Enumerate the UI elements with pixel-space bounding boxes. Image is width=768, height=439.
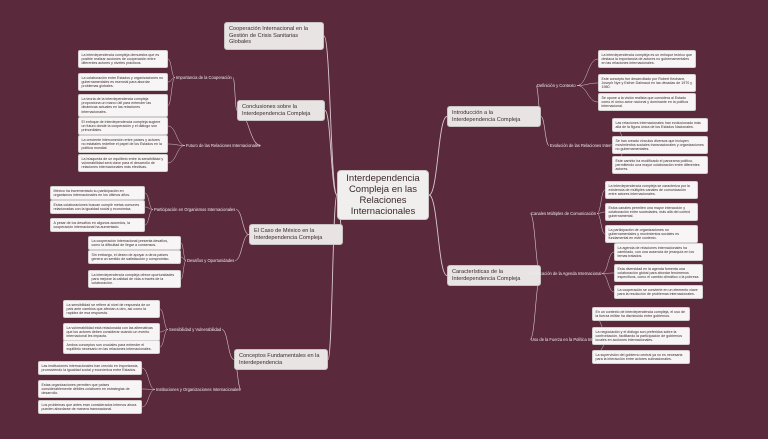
- leaf-note: Este cambio ha modificado el panorama po…: [612, 156, 708, 175]
- connector-line: [144, 209, 154, 226]
- leaf-note: México ha incrementado su participación …: [50, 186, 145, 200]
- connector-line: [327, 194, 338, 360]
- connector-line: [180, 256, 187, 261]
- leaf-note: La cooperación internacional presenta de…: [88, 236, 181, 250]
- connector-line: [167, 77, 176, 83]
- connector-line: [141, 389, 156, 408]
- leaf-note: La vulnerabilidad está relacionada con l…: [63, 323, 160, 342]
- leaf-note: Ambos conceptos son cruciales para enten…: [63, 340, 160, 354]
- connector-line: [180, 242, 187, 261]
- connector-line: [234, 234, 250, 261]
- connector-line: [596, 189, 606, 214]
- leaf-note: La teoría de la interdependencia complej…: [78, 94, 168, 117]
- leaf-note: La interdependencia compleja ofrece opor…: [88, 270, 181, 289]
- leaf-note: Se opone a la visión realista que consid…: [598, 93, 696, 112]
- leaf-note: La negociación y el diálogo son preferid…: [592, 327, 690, 346]
- subtopic-4-0[interactable]: Definición y Contexto: [537, 83, 576, 88]
- leaf-note: La creciente interconexión entre países …: [78, 135, 168, 154]
- leaf-note: La búsqueda de un equilibrio entre la se…: [78, 154, 168, 173]
- connector-line: [167, 125, 186, 146]
- connector-line: [601, 251, 615, 274]
- connector-line: [141, 388, 156, 390]
- connector-line: [167, 58, 176, 78]
- subtopic-4-1[interactable]: Evolución de las Relaciones Internaciona…: [550, 143, 631, 148]
- connector-line: [167, 143, 186, 146]
- connector-line: [232, 77, 238, 111]
- leaf-note: La cooperación se convierte en un elemen…: [614, 285, 703, 299]
- leaf-note: A pesar de los desafíos en algunos acuer…: [50, 218, 145, 232]
- connector-line: [221, 329, 235, 360]
- leaf-note: Las instituciones internacionales han cr…: [38, 361, 142, 375]
- subtopic-1-0[interactable]: Importancia de la Cooperación: [176, 75, 232, 80]
- leaf-note: La supervisión del gobierno central ya n…: [592, 350, 690, 364]
- connector-line: [540, 116, 550, 146]
- subtopic-3-0[interactable]: Sensibilidad y Vulnerabilidad: [169, 327, 222, 332]
- subtopic-5-1[interactable]: Modificación de la Agenda Internacional: [529, 271, 602, 276]
- main-topic-3[interactable]: Conceptos Fundamentales en la Interdepen…: [234, 349, 328, 371]
- connector-line: [601, 272, 615, 274]
- main-topic-5[interactable]: Características de la Interdependencia C…: [447, 265, 541, 287]
- leaf-note: Sin embargo, el deseo de apoyar a otros …: [88, 250, 181, 264]
- connector-line: [159, 329, 169, 333]
- connector-line: [576, 58, 599, 86]
- connector-line: [180, 260, 187, 280]
- leaf-note: Estas organizaciones permiten que países…: [38, 380, 142, 399]
- main-topic-2[interactable]: El Caso de México en la Interdependencia…: [249, 224, 343, 246]
- main-topic-0[interactable]: Cooperación Internacional en la Gestión …: [224, 22, 324, 50]
- leaf-note: Se han creado vínculos diversos que incl…: [612, 136, 708, 155]
- connector-line: [235, 209, 250, 235]
- subtopic-5-0[interactable]: Canales Múltiples de Comunicación: [531, 211, 597, 216]
- main-topic-1[interactable]: Conclusiones sobre la Interdependencia C…: [237, 100, 325, 122]
- leaf-note: Estas colaboraciones buscan cumplir meta…: [50, 200, 145, 214]
- leaf-note: El enfoque de interdependencia compleja …: [78, 117, 168, 136]
- leaf-note: Esta diversidad en la agenda fomenta una…: [614, 264, 703, 283]
- connector-line: [144, 192, 154, 210]
- connector-line: [144, 206, 154, 210]
- connector-line: [141, 367, 156, 390]
- connector-line: [596, 211, 606, 214]
- subtopic-5-2[interactable]: Uso de la Fuerza en la Política Internac…: [531, 337, 612, 342]
- subtopic-2-0[interactable]: Participación en Organismos Internaciona…: [154, 207, 236, 212]
- leaf-note: La interdependencia compleja es un enfoq…: [598, 50, 696, 69]
- leaf-note: La participación de organizaciones no gu…: [605, 225, 698, 244]
- leaf-note: Las relaciones internacionales han evolu…: [612, 118, 708, 132]
- connector-line: [596, 213, 606, 235]
- connector-line: [167, 145, 186, 164]
- connector-line: [601, 273, 615, 293]
- connector-line: [576, 82, 599, 86]
- leaf-note: La sensibilidad se refiere al nivel de r…: [63, 300, 160, 319]
- central-topic[interactable]: Interdependencia Compleja en las Relacio…: [337, 170, 429, 220]
- leaf-note: Estos canales permiten una mayor interac…: [605, 203, 698, 222]
- connector-line: [324, 110, 338, 196]
- subtopic-3-1[interactable]: Instituciones y Organizaciones Internaci…: [156, 387, 241, 392]
- main-topic-4[interactable]: Introducción a la Interdependencia Compl…: [447, 106, 541, 128]
- connector-line: [159, 308, 169, 330]
- connector-line: [159, 329, 169, 348]
- connector-line: [428, 194, 448, 276]
- connector-line: [428, 116, 448, 196]
- leaf-note: En un contexto de interdependencia compl…: [592, 307, 690, 321]
- connector-line: [576, 85, 599, 103]
- connector-line: [167, 77, 176, 106]
- leaf-note: La agenda de relaciones internacionales …: [614, 243, 703, 262]
- leaf-note: La colaboración entre Estados y organiza…: [78, 73, 168, 92]
- leaf-note: Este concepto fue desarrollado por Rober…: [598, 74, 696, 93]
- leaf-note: La interdependencia compleja demuestra q…: [78, 50, 168, 69]
- connector-line: [323, 35, 338, 196]
- leaf-note: La interdependencia compleja se caracter…: [605, 181, 698, 200]
- subtopic-1-1[interactable]: Futuro de las Relaciones Internacionales: [186, 143, 261, 148]
- leaf-note: Los problemas que antes eran considerado…: [38, 400, 142, 414]
- subtopic-2-1[interactable]: Desafíos y Oportunidades: [187, 258, 235, 263]
